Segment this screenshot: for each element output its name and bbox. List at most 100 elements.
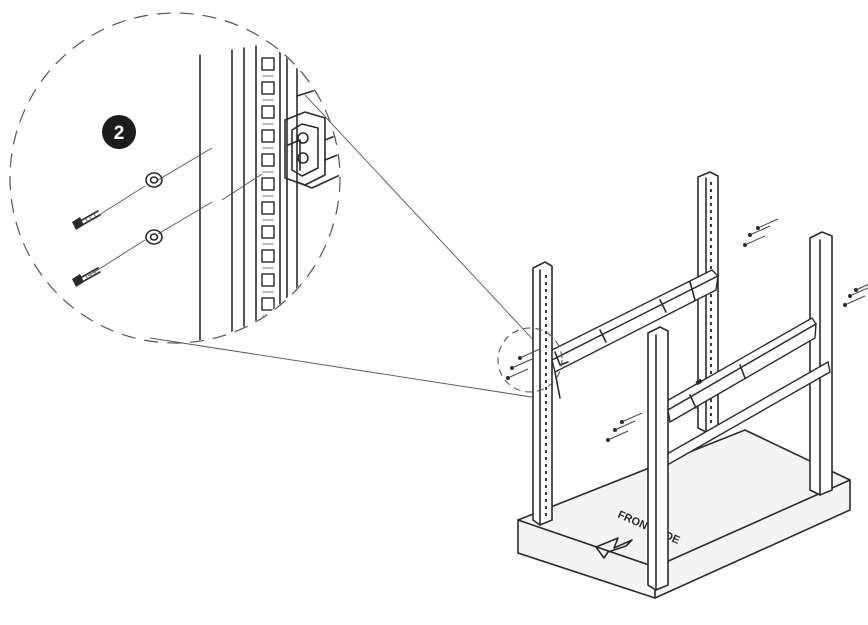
post-hole [545, 408, 547, 411]
square-hole [261, 81, 275, 95]
post-hole [710, 189, 712, 192]
post-hole [545, 373, 547, 376]
screw-icon [72, 210, 101, 230]
post-hole [545, 457, 547, 460]
post-hole [545, 289, 547, 292]
post-hole [545, 338, 547, 341]
screw-icon [848, 287, 868, 298]
square-hole [261, 297, 275, 311]
post-hole [545, 359, 547, 362]
screw-icon [756, 218, 779, 230]
post-hole [710, 350, 712, 353]
screw-icon [854, 284, 868, 292]
post-hole [710, 364, 712, 367]
post-hole [545, 352, 547, 355]
post-hole [545, 345, 547, 348]
magnifier-callout [497, 327, 563, 393]
step-number: 2 [114, 123, 125, 144]
rack-post-front-right [647, 326, 669, 591]
screw-icon [606, 430, 629, 442]
rack-post-back-right [809, 231, 833, 496]
post-hole [710, 252, 712, 255]
post-hole [710, 196, 712, 199]
direction-arrow-icon [595, 537, 633, 559]
post-hole [710, 329, 712, 332]
screw-icon [518, 348, 541, 360]
post-hole [545, 506, 547, 509]
screw-icon [510, 358, 533, 370]
zoomed-square-holes [261, 57, 275, 341]
screw-icon [743, 235, 766, 247]
screw-icon [613, 420, 636, 432]
square-hole [261, 177, 275, 191]
post-hole [710, 238, 712, 241]
square-hole [261, 273, 275, 287]
post-hole [545, 436, 547, 439]
post-hole [545, 401, 547, 404]
washer-icon [145, 172, 163, 188]
post-hole [710, 182, 712, 185]
zoomed-rail-bracket [284, 87, 339, 189]
post-hole [710, 259, 712, 262]
screw-icon [620, 412, 643, 424]
rack-post-front-left [532, 261, 553, 526]
post-hole [545, 296, 547, 299]
post-hole [545, 275, 547, 278]
post-hole [545, 310, 547, 313]
post-hole [545, 394, 547, 397]
post-hole [710, 231, 712, 234]
post-hole [710, 399, 712, 402]
post-hole [710, 343, 712, 346]
post-hole [710, 301, 712, 304]
post-hole [710, 217, 712, 220]
square-hole [261, 57, 275, 71]
post-hole [545, 429, 547, 432]
post-hole [545, 499, 547, 502]
post-hole [545, 324, 547, 327]
post-hole [710, 210, 712, 213]
post-hole [545, 478, 547, 481]
post-hole [710, 371, 712, 374]
slide-rail-upper [547, 269, 720, 399]
post-hole [545, 317, 547, 320]
screw-icon [72, 267, 101, 287]
post-hole [710, 308, 712, 311]
post-hole [710, 406, 712, 409]
washer-icon [145, 229, 163, 245]
post-hole [545, 422, 547, 425]
post-hole [545, 513, 547, 516]
post-hole [545, 450, 547, 453]
post-hole [710, 336, 712, 339]
rack-frame: FRONT SIDE [497, 171, 868, 599]
post-hole [545, 492, 547, 495]
post-hole [545, 415, 547, 418]
screw-icon [748, 225, 771, 237]
post-hole [710, 315, 712, 318]
screw-icon [506, 368, 529, 380]
post-hole [710, 224, 712, 227]
magnified-callout: 2 [9, 12, 539, 399]
post-hole [545, 282, 547, 285]
square-hole [261, 225, 275, 239]
post-hole [710, 413, 712, 416]
post-hole [545, 380, 547, 383]
post-hole [710, 245, 712, 248]
zoomed-rack-post [199, 43, 298, 342]
post-hole [545, 464, 547, 467]
square-hole [261, 105, 275, 119]
post-hole [710, 294, 712, 297]
post-hole [710, 357, 712, 360]
post-hole [710, 266, 712, 269]
post-hole [545, 303, 547, 306]
post-hole [545, 443, 547, 446]
rack-screws [506, 218, 868, 442]
post-hole [545, 471, 547, 474]
square-hole [261, 153, 275, 167]
post-hole [710, 420, 712, 423]
post-hole [545, 366, 547, 369]
screw-icon [843, 295, 866, 307]
step-badge: 2 [102, 115, 136, 149]
post-hole [545, 387, 547, 390]
post-hole [545, 485, 547, 488]
